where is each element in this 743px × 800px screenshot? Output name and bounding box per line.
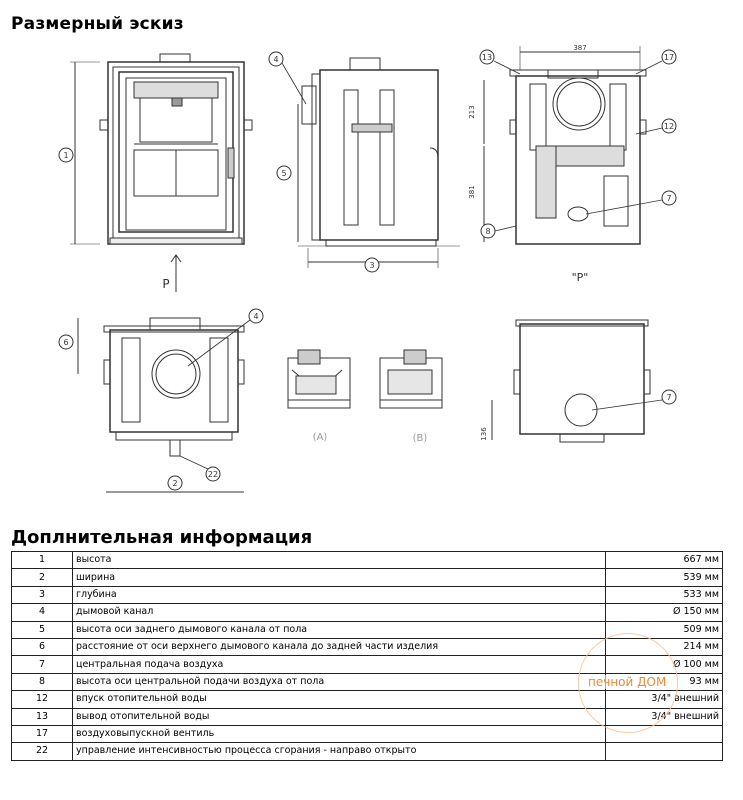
row-description: высота оси центральной подачи воздуха от… [72,672,606,692]
dim-381: 381 [468,185,476,198]
row-value: Ø 150 мм [605,603,723,622]
rear-view [479,46,677,245]
view-label-p: P [162,277,169,291]
row-value: 533 мм [605,585,723,605]
row-number: 3 [11,585,73,605]
info-heading: Доплнительная информация [11,527,313,548]
callout-7-rear: 7 [666,194,671,203]
section-b-label: (B) [413,433,428,444]
row-number: 7 [11,655,73,674]
row-number: 6 [11,637,73,657]
callout-1: 1 [63,151,68,160]
callout-6: 6 [63,338,68,347]
callout-22: 22 [208,470,218,479]
row-value: 539 мм [605,568,723,587]
side-view [268,51,460,273]
row-number: 1 [11,550,73,570]
row-number: 2 [11,568,73,587]
dim-387: 387 [573,44,586,52]
callout-5: 5 [281,169,286,178]
callout-4-top: 4 [253,312,258,321]
row-description: глубина [72,585,606,605]
section-a [287,349,351,409]
row-number: 4 [11,603,73,622]
callout-3: 3 [369,261,374,270]
row-description: дымовой канал [72,603,606,622]
row-description: центральная подача воздуха [72,655,606,674]
dimension-sketch: 1 4 5 3 13 17 12 7 8 6 4 22 2 7 387 213 … [58,44,677,493]
watermark-logo: печной ДОМ [586,675,669,689]
callout-12: 12 [664,122,674,131]
callout-4-side: 4 [273,55,278,64]
row-number: 12 [11,690,73,709]
row-description: ширина [72,568,606,587]
section-a-label: (A) [313,432,328,443]
row-number: 22 [11,742,73,761]
row-description: вывод отопительной воды [72,707,606,726]
row-value [605,742,723,761]
bottom-view [491,319,677,443]
callout-7-bottom: 7 [666,393,671,402]
dim-213: 213 [468,105,476,118]
row-number: 13 [11,707,73,726]
row-number: 8 [11,672,73,692]
callout-13: 13 [482,53,492,62]
row-description: управление интенсивностью процесса сгора… [72,742,606,761]
front-view [58,53,253,292]
row-number: 17 [11,724,73,744]
row-value: 667 мм [605,550,723,570]
callout-8: 8 [485,227,490,236]
callout-17: 17 [664,53,674,62]
view-label-p-quoted: "P" [572,271,589,284]
row-description: высота [72,550,606,570]
sketch-heading: Размерный эскиз [11,14,184,34]
callout-2: 2 [172,479,177,488]
row-description: воздуховыпускной вентиль [72,724,606,744]
row-description: высота оси заднего дымового канала от по… [72,620,606,639]
dim-136: 136 [480,427,488,441]
top-view [58,308,264,493]
row-description: впуск отопительной воды [72,690,606,709]
section-b [379,349,443,409]
row-description: расстояние от оси верхнего дымового кана… [72,637,606,657]
watermark-ring [578,633,678,733]
row-number: 5 [11,620,73,639]
